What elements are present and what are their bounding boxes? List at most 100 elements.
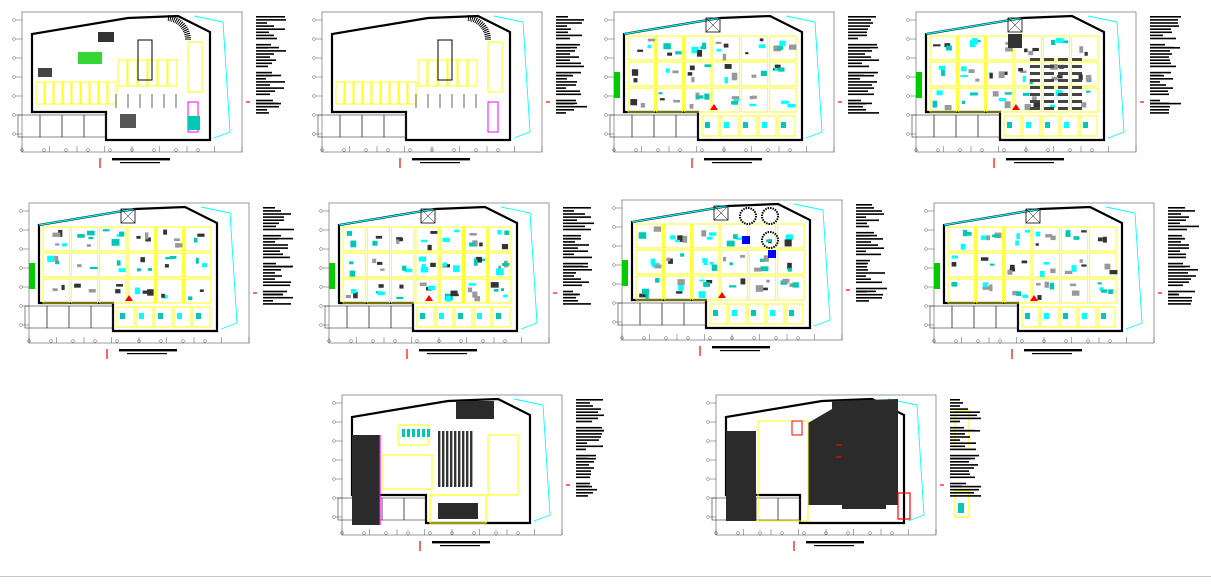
furniture — [1071, 265, 1077, 272]
note-text-line — [856, 272, 885, 274]
room — [435, 306, 454, 328]
furniture — [1005, 47, 1013, 52]
grid-bubble — [130, 148, 134, 152]
grid-bubble — [656, 148, 660, 152]
furniture — [724, 77, 728, 84]
furniture — [675, 51, 682, 55]
street-cell — [83, 114, 107, 138]
grid-bubble — [384, 531, 388, 535]
parking-stall — [427, 59, 438, 87]
room — [740, 61, 769, 87]
furniture — [766, 279, 770, 283]
note-text-line — [848, 105, 863, 108]
room — [1021, 306, 1040, 328]
furniture — [1026, 122, 1031, 128]
note-text-line — [950, 445, 965, 448]
note-text-line — [256, 25, 274, 27]
street-cell — [339, 114, 363, 138]
room — [391, 252, 415, 278]
room — [709, 303, 728, 325]
parking-stall — [167, 59, 178, 87]
furniture — [961, 66, 967, 72]
room — [947, 252, 975, 278]
core — [187, 41, 203, 93]
furniture — [1085, 75, 1092, 82]
spiral-stair — [467, 15, 492, 41]
furniture — [1022, 92, 1030, 96]
furniture — [396, 296, 404, 300]
room — [655, 35, 684, 61]
furniture — [759, 38, 764, 42]
room — [712, 61, 740, 87]
furniture — [1101, 313, 1106, 319]
furniture — [54, 255, 59, 262]
furniture — [61, 243, 67, 247]
note-text-line — [848, 43, 877, 46]
furniture — [1016, 291, 1022, 296]
desk-row — [1072, 65, 1082, 68]
note-text-line — [563, 281, 589, 283]
furniture — [417, 429, 420, 437]
furniture — [1101, 289, 1108, 293]
furniture — [1015, 240, 1019, 246]
furniture — [469, 233, 477, 236]
room — [439, 278, 463, 304]
furniture — [778, 67, 785, 72]
note-text-line — [556, 65, 584, 68]
furniture — [992, 91, 999, 97]
grid-bubble — [327, 339, 331, 343]
note-text-line — [556, 50, 575, 52]
room — [99, 226, 127, 252]
note-text-line — [1150, 31, 1172, 34]
note-text-line — [263, 244, 288, 246]
note-text-line — [563, 207, 591, 209]
grid-bubble — [604, 18, 608, 22]
note-text-line — [263, 284, 290, 287]
furniture — [702, 42, 707, 50]
shaft — [487, 101, 499, 133]
room — [99, 252, 127, 278]
room — [635, 223, 663, 249]
room — [415, 226, 439, 252]
furniture — [353, 291, 358, 299]
furniture — [1065, 230, 1071, 237]
street-cell — [46, 305, 70, 329]
note-text-line — [263, 250, 280, 252]
desk-row — [1044, 58, 1054, 61]
grid-bubble — [312, 94, 316, 98]
furniture — [61, 284, 65, 290]
building-outline — [30, 14, 212, 142]
room — [1071, 35, 1099, 61]
room — [135, 306, 154, 328]
grid-bubble — [19, 247, 23, 251]
furniture — [680, 253, 685, 257]
grid-bubble — [730, 336, 734, 340]
note-text-line — [1168, 207, 1185, 209]
note-text-line — [263, 219, 284, 221]
floor-plan-3 — [604, 11, 879, 168]
solid-mass — [352, 435, 380, 525]
room — [366, 226, 391, 252]
furniture — [1104, 263, 1111, 270]
parking-stall — [137, 59, 148, 87]
furniture — [951, 262, 957, 267]
room — [1042, 61, 1071, 87]
furniture — [968, 69, 975, 74]
furniture — [1050, 268, 1056, 274]
note-text-line — [256, 74, 272, 77]
furniture — [497, 230, 502, 235]
desk-row — [1072, 86, 1082, 89]
grid-bubble — [612, 263, 616, 267]
furniture — [1045, 234, 1053, 238]
furniture — [202, 263, 207, 268]
grid-bubble — [408, 148, 412, 152]
furniture — [639, 293, 648, 298]
note-text-line — [556, 22, 582, 24]
grid-bubble — [914, 148, 918, 152]
note-text-line — [256, 53, 274, 55]
note-text-line — [1150, 53, 1172, 55]
furniture — [659, 98, 665, 101]
parking-stall — [344, 81, 354, 105]
desk-row — [1044, 86, 1054, 89]
grid-bubble — [19, 228, 23, 232]
